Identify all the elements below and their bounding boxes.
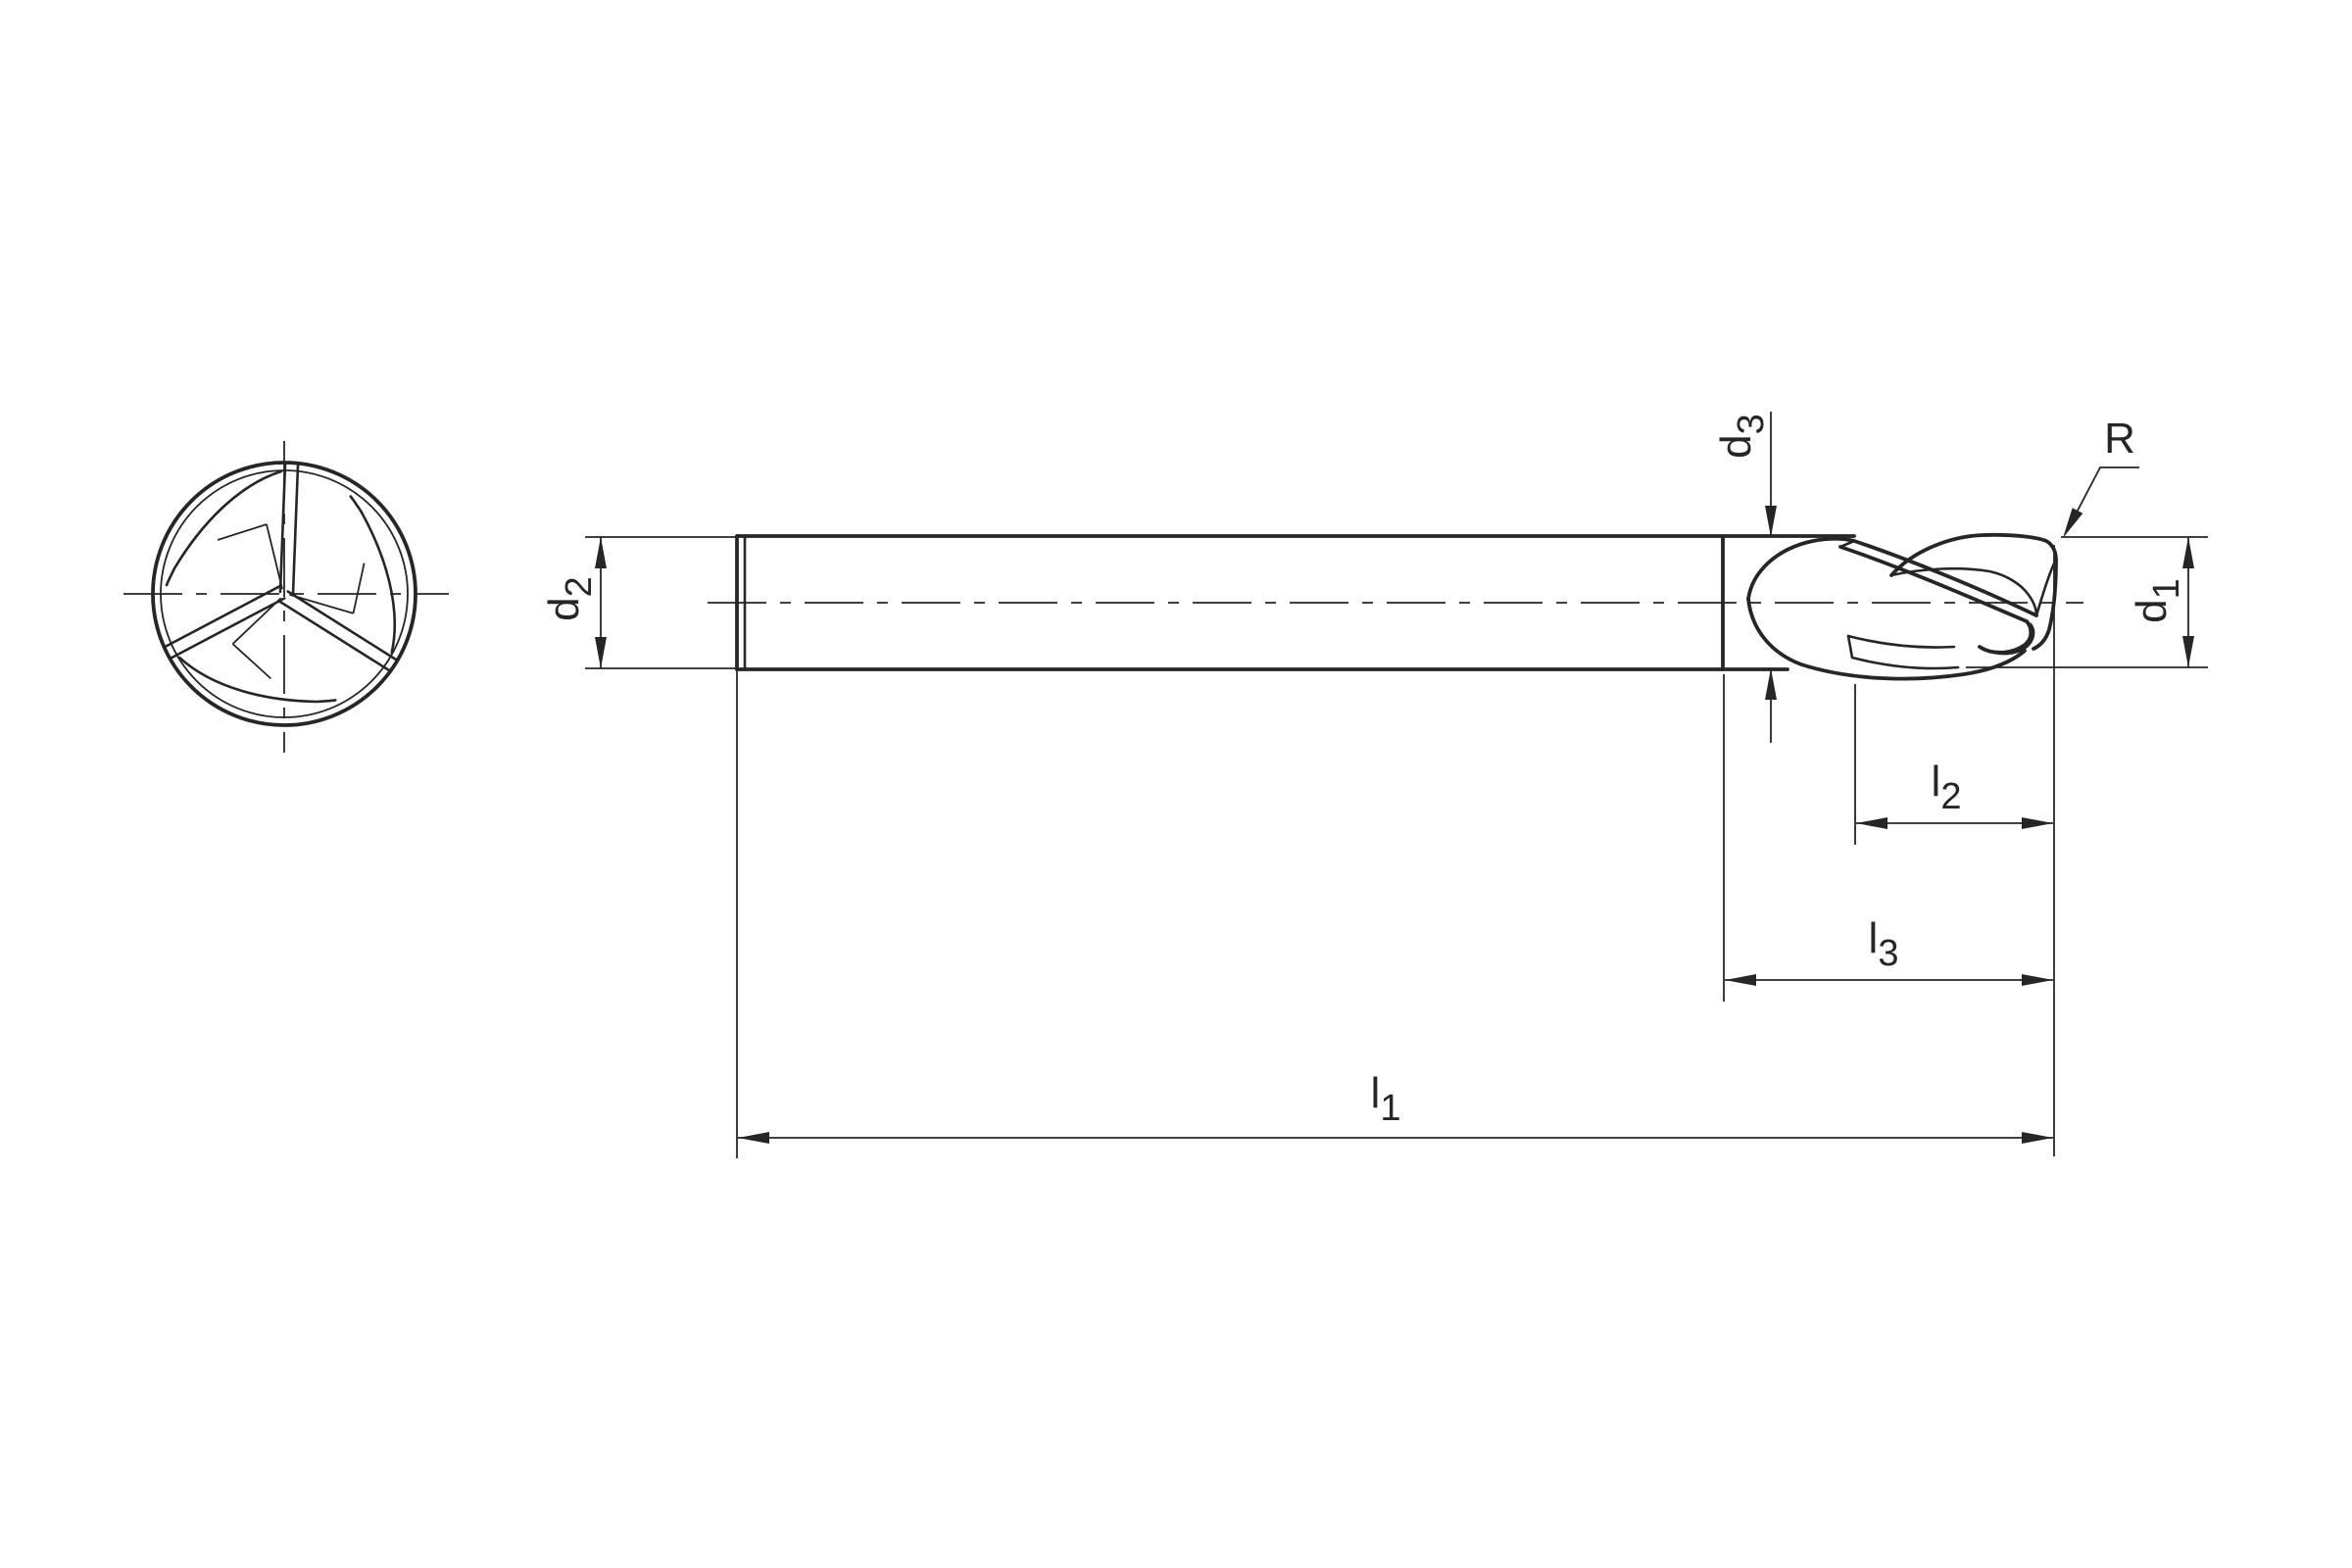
arrowhead: [595, 637, 607, 668]
arrowhead: [2182, 636, 2194, 667]
arrowhead: [738, 1132, 769, 1144]
flute-3: [165, 584, 337, 704]
label-d3: d3: [1712, 414, 1772, 459]
arrowhead: [2022, 817, 2053, 829]
arrowhead: [1765, 506, 1777, 537]
dimension-d3: d3: [1712, 412, 1777, 743]
dimension-l1: l1: [736, 670, 2053, 1158]
label-r: R: [2104, 415, 2135, 463]
arrowhead: [1856, 817, 1887, 829]
arrowhead: [2063, 508, 2083, 538]
flute-2: [278, 495, 398, 671]
label-l1: l1: [1371, 1069, 1401, 1129]
arrowhead: [1725, 974, 1756, 986]
label-d1: d1: [2128, 578, 2187, 623]
flute-1: [165, 463, 300, 596]
arrowhead: [1765, 668, 1777, 700]
arrowhead: [2182, 537, 2194, 568]
side-view: [708, 532, 2083, 681]
dimension-d2: d2: [540, 536, 738, 669]
label-l2: l2: [1932, 758, 1962, 817]
arrowhead: [2022, 974, 2053, 986]
label-l3: l3: [1869, 914, 1899, 974]
arrowhead: [595, 537, 607, 568]
dimension-l2: l2: [1854, 545, 2055, 1156]
dimension-r: R: [2063, 415, 2139, 538]
label-d2: d2: [540, 576, 600, 621]
dimension-d1: d1: [1966, 536, 2208, 668]
cutting-head: [1746, 532, 2058, 681]
dimension-l3: l3: [1723, 674, 2053, 1002]
end-view: [123, 441, 449, 753]
arrowhead: [2022, 1132, 2053, 1144]
